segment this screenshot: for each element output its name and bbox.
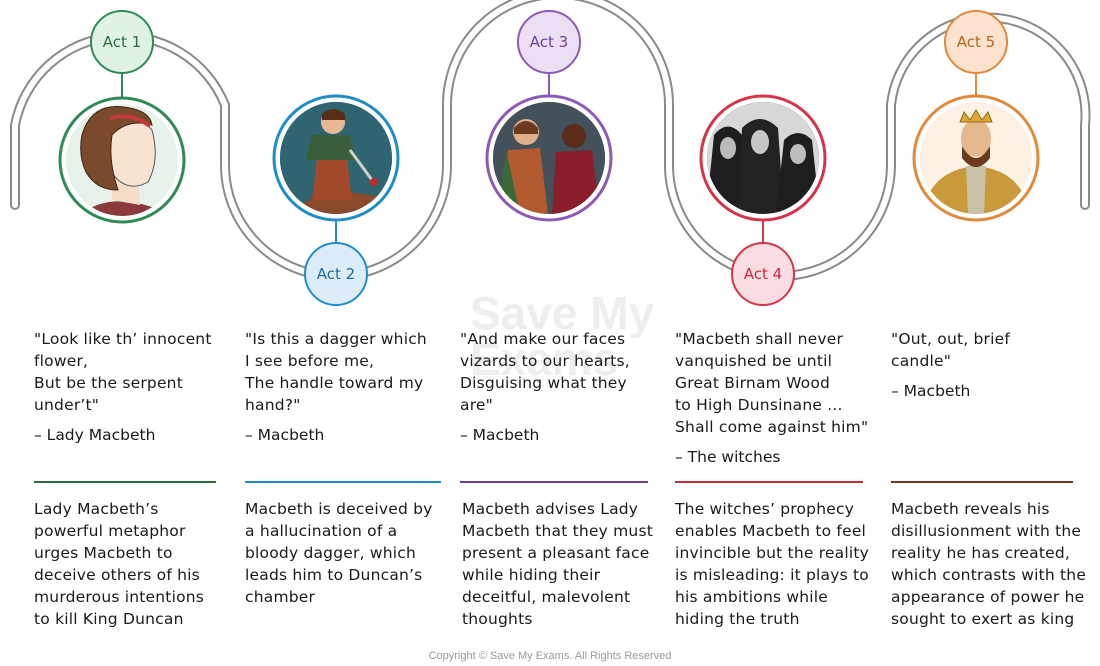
witches-portrait [699,94,827,222]
act-2-quote: "Is this a dagger which I see before me,… [245,330,427,414]
act-3-speaker: – Macbeth [460,426,540,444]
act-5-quote: "Out, out, brief candle" [891,330,1011,370]
act-2-speaker: – Macbeth [245,426,325,444]
king-macbeth-portrait [912,94,1040,222]
copyright-notice: Copyright © Save My Exams. All Rights Re… [428,650,672,662]
act-2-quote-block: "Is this a dagger which I see before me,… [245,328,435,446]
act-2-description: Macbeth is deceived by a hallucination o… [245,500,433,606]
act-1-quote: "Look like th’ innocent flower, But be t… [34,330,212,414]
act-5-label: Act 5 [944,10,1008,74]
act-4-quote: "Macbeth shall never vanquished be until… [675,330,869,436]
macbeth-dagger-portrait [272,94,400,222]
act-4-divider [675,481,863,483]
act-5-description: Macbeth reveals his disillusionment with… [891,500,1087,628]
act-2-label: Act 2 [304,242,368,306]
act-3-description: Macbeth advises Lady Macbeth that they m… [462,500,654,628]
act-1-description: Lady Macbeth’s powerful metaphor urges M… [34,500,205,628]
act-1-divider [34,481,216,483]
act-3-label: Act 3 [517,10,581,74]
macbeth-and-lady-portrait [485,94,613,222]
act-1-quote-block: "Look like th’ innocent flower, But be t… [34,328,224,446]
act-4-label: Act 4 [731,242,795,306]
act-1-label: Act 1 [90,10,154,74]
act-5-speaker: – Macbeth [891,382,971,400]
act-4-description: The witches’ prophecy enables Macbeth to… [675,500,870,628]
act-4-quote-block: "Macbeth shall never vanquished be until… [675,328,880,468]
act-4-speaker: – The witches [675,448,781,466]
act-3-quote-block: "And make our faces vizards to our heart… [460,328,650,446]
act-5-quote-block: "Out, out, brief candle" – Macbeth [891,328,1081,402]
lady-macbeth-portrait [58,96,186,224]
act-3-divider [460,481,648,483]
act-2-divider [245,481,441,483]
act-1-speaker: – Lady Macbeth [34,426,156,444]
act-5-divider [891,481,1073,483]
act-3-quote: "And make our faces vizards to our heart… [460,330,630,414]
